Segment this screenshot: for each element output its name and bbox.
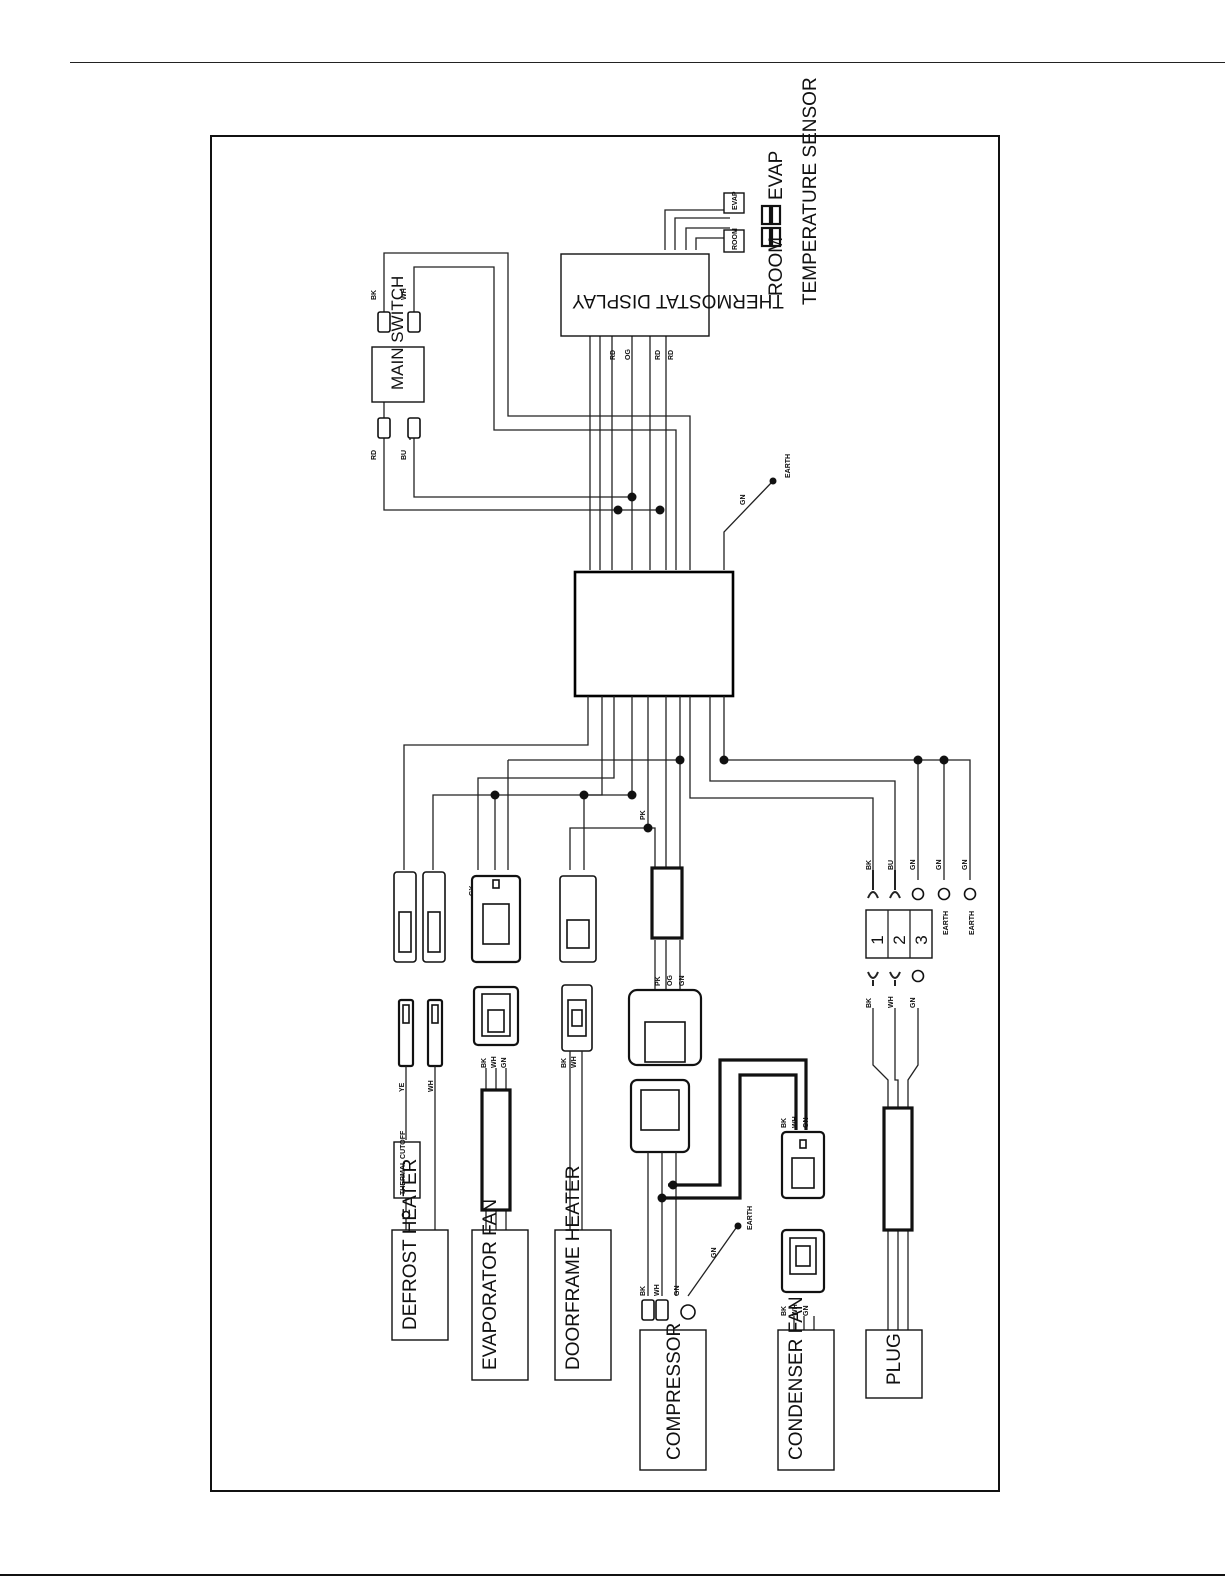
wire-label-bk: BK — [866, 998, 873, 1008]
evaporator-fan-group: BK WH GN EVAPORATOR FAN — [470, 874, 529, 1381]
wire-label-wh: WH — [792, 1304, 799, 1316]
wire-label-rd: RD — [371, 450, 378, 460]
condenser-fan-group: BK WH GN BK WH GN CONDENSER FAN — [777, 1116, 835, 1471]
main-switch: MAIN SWITCH BK WH RD BU — [371, 276, 425, 460]
wire-label-gn: GN — [803, 1118, 810, 1129]
condenser-fan-box — [777, 1329, 835, 1471]
wire-label-og: OG — [625, 349, 632, 360]
terminal-3: 3 — [912, 935, 931, 944]
thermal-cutoff-label: THERMAL CUTOFF — [400, 1130, 407, 1195]
wire-label-gn: GN — [910, 860, 917, 871]
plug-label: PLUG — [884, 1333, 905, 1385]
wire-label-wh: WH — [491, 1056, 498, 1068]
doorframe-heater-label: DOORFRAME HEATER — [563, 1166, 584, 1370]
wire-label-gn: GN — [711, 1248, 718, 1259]
wire-label-wh: WH — [428, 1080, 435, 1092]
wire-label-rd: RD — [668, 350, 675, 360]
temperature-sensor-label: TEMPERATURE SENSOR — [800, 77, 821, 305]
wire-label-og: OG — [667, 975, 674, 986]
terminal-2: 2 — [890, 935, 909, 944]
doorframe-heater-group: BK WH DOORFRAME HEATER — [554, 875, 612, 1381]
condenser-fan-label: CONDENSER FAN — [786, 1296, 807, 1460]
wire-label-wh: WH — [571, 1056, 578, 1068]
wire-label-bk: BK — [481, 1058, 488, 1068]
sensor-tag-room: ROOM — [732, 228, 739, 250]
wire-label-gn: GN — [803, 1306, 810, 1317]
controller-box — [573, 570, 735, 698]
terminal-block — [865, 909, 933, 959]
sensor-evap-label: EVAP — [766, 151, 787, 200]
wire-label-gn: GN — [501, 1058, 508, 1069]
wire-label-bk: BK — [640, 1286, 647, 1296]
lower-wiring — [403, 696, 971, 990]
compressor-group: PK OG GN BK WH GN EARTH GN COMPRESSOR — [627, 866, 808, 1471]
defrost-heater-label: DEFROST HEATER — [400, 1159, 421, 1330]
wire-label-rd: RD — [655, 350, 662, 360]
temperature-sensor: EVAP ROOM EVAP ROOM TEMPERATURE SENSOR — [723, 77, 821, 305]
wire-label-rd: RD — [610, 350, 617, 360]
wire-label-gn: GN — [936, 860, 943, 871]
wire-label-bk: BK — [781, 1118, 788, 1128]
page-rule-top — [70, 62, 1225, 63]
earth-label: EARTH — [969, 911, 976, 935]
plug-group: EARTH EARTH 1 2 3 BK WH GN PLUG — [865, 870, 977, 1399]
main-switch-label: MAIN SWITCH — [388, 276, 407, 390]
defrost-heater-box — [391, 1229, 449, 1341]
sensor-room-label: ROOM — [766, 237, 787, 296]
earth-label: EARTH — [943, 911, 950, 935]
evap-sensor-probe — [760, 204, 772, 226]
wire-label-gn: GN — [740, 495, 747, 506]
doorframe-heater-box — [554, 1229, 612, 1381]
wire-label-gn: GN — [679, 976, 686, 987]
wire-label-ye: YE — [399, 1082, 406, 1092]
thermostat-display-label: THERMOSTAT DISPLAY — [572, 290, 784, 311]
wire-label-bu: BU — [888, 860, 895, 870]
wire-label-gn: GN — [962, 860, 969, 871]
wire-label-bk: BK — [781, 1306, 788, 1316]
diagram-frame — [210, 135, 1000, 1492]
compressor-box — [639, 1329, 707, 1471]
plug-box — [865, 1329, 923, 1399]
wire-label-wh: WH — [792, 1116, 799, 1128]
earth-terminal-top: EARTH GN — [740, 454, 792, 505]
evaporator-fan-label: EVAPORATOR FAN — [480, 1199, 501, 1370]
evaporator-fan-box — [471, 1229, 529, 1381]
room-sensor-probe — [760, 226, 772, 248]
earth-label: EARTH — [747, 1206, 754, 1230]
wire-label-gn: GN — [674, 1286, 681, 1297]
defrost-heater-group: YE WH THERMAL CUTOFF DEFROST HEATER — [391, 871, 449, 1341]
wire-label-bk: BK — [561, 1058, 568, 1068]
compressor-label: COMPRESSOR — [664, 1323, 685, 1460]
wire-label-pk: PK — [655, 976, 662, 986]
wire-label-bk: BK — [371, 290, 378, 300]
wire-label-wh: WH — [401, 288, 408, 300]
wire-label-gn: GN — [910, 998, 917, 1009]
page-rule-bottom — [0, 1574, 1225, 1576]
sensor-tag-evap: EVAP — [732, 191, 739, 210]
earth-label: EARTH — [785, 454, 792, 478]
upper-wiring — [383, 209, 773, 570]
thermostat-display: THERMOSTAT DISPLAY RD OG RD RD — [560, 253, 784, 360]
wire-label-wh: WH — [888, 996, 895, 1008]
wire-label-bu: BU — [401, 450, 408, 460]
wire-label-pk: PK — [640, 810, 647, 820]
wire-label-wh: WH — [654, 1284, 661, 1296]
terminal-1: 1 — [868, 935, 887, 944]
wire-label-bk: BK — [866, 860, 873, 870]
